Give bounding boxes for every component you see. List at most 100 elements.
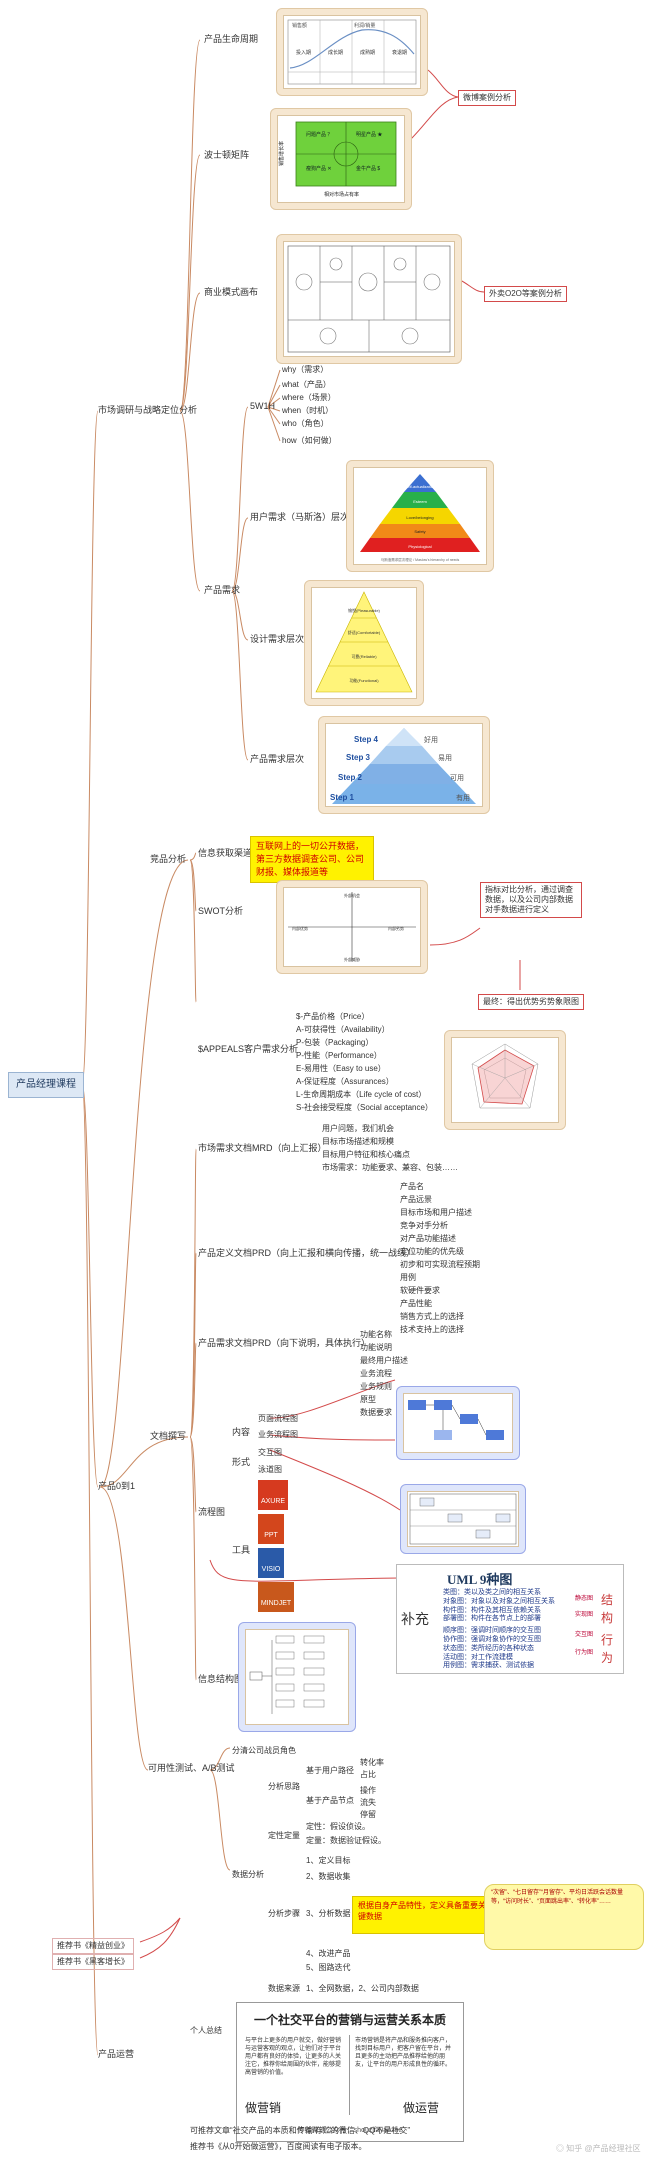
ops-card-title: 一个社交平台的营销与运营关系本质: [253, 2013, 446, 2027]
prd-2: 产品远景: [400, 1195, 432, 1204]
node-tools[interactable]: 工具: [232, 1545, 251, 1555]
appeals-3: P-包装（Packaging）: [296, 1038, 374, 1047]
node-content[interactable]: 内容: [232, 1427, 251, 1437]
ops-right-text: 市场营销是将产品和服务推向客户，找到目标用户，把客户留在平台，并且更多的主动把产…: [355, 2038, 452, 2068]
swimlane-chart: [409, 1493, 517, 1545]
design-2: 舒适(Comfortable): [348, 629, 381, 635]
product-pyramid-figure: Step 4 Step 3 Step 2 Step 1 好用 易用 可用 有用: [318, 716, 490, 814]
branch-ops[interactable]: 产品运营: [98, 2049, 135, 2059]
prd2-3: 最终用户描述: [360, 1356, 408, 1365]
bcg-cell-dog: 瘦狗产品 ✕: [306, 165, 332, 172]
bcg-figure: 问题产品 ？ 明星产品 ★ 瘦狗产品 ✕ 金牛产品 $ 销售增长率 相对市场占有…: [270, 108, 412, 210]
info-structure-figure: [238, 1622, 356, 1732]
node-demand[interactable]: 产品需求: [204, 585, 241, 595]
ops-right-tag: 做运营: [403, 2101, 440, 2115]
node-ab[interactable]: 可用性测试、A/B测试: [148, 1763, 235, 1773]
root-node[interactable]: 产品经理课程: [8, 1072, 84, 1098]
bcg-cell-star: 明星产品 ★: [356, 131, 382, 138]
uml-tag-behavior: 行为图: [575, 1650, 594, 1656]
node-flow[interactable]: 流程图: [198, 1507, 226, 1517]
node-maslow[interactable]: 用户需求（马斯洛）层次: [250, 512, 350, 522]
stage-2: 成长期: [328, 49, 343, 56]
design-4: 功能(Functional): [349, 677, 379, 683]
ab-path-2: 占比: [360, 1770, 376, 1779]
visio-icon: VISIO: [258, 1548, 284, 1578]
branch-product01[interactable]: 产品0到1: [98, 1481, 136, 1491]
node-lifecycle[interactable]: 产品生命周期: [204, 34, 259, 44]
node-info-structure[interactable]: 信息结构图: [198, 1674, 244, 1684]
uml-right-2: 构: [601, 1611, 614, 1625]
ab-steps[interactable]: 分析步骤: [268, 1909, 300, 1918]
node-docs[interactable]: 文档撰写: [150, 1431, 187, 1441]
step-2: Step 2: [338, 773, 363, 782]
uml-tag-static: 静态图: [575, 1596, 594, 1602]
ab-source-text: 1、全网数据，2、公司内部数据: [306, 1984, 419, 1993]
prd-1: 产品名: [400, 1182, 424, 1191]
prd-6: 定位功能的优先级: [400, 1247, 464, 1256]
swot-threat: 外部威胁: [344, 956, 360, 962]
branch-market[interactable]: 市场调研与战略定位分析: [98, 405, 198, 415]
uml-6: 协作图：强调对象协作的交互图: [443, 1635, 541, 1643]
prd-11: 销售方式上的选择: [400, 1312, 464, 1321]
ab-step-4: 4、改进产品: [306, 1949, 351, 1958]
step-4: Step 4: [354, 735, 379, 744]
prd-3: 目标市场和用户描述: [400, 1208, 472, 1217]
node-info-source[interactable]: 信息获取渠道: [198, 848, 253, 858]
node-product-pyramid[interactable]: 产品需求层次: [250, 754, 305, 764]
step3-note: 根据自身产品特性，定义具备重要关键数据: [352, 1896, 494, 1934]
mrd-2: 目标市场描述和规模: [322, 1137, 394, 1146]
maslow-caption: 马斯洛需求层次理论 / Maslow's hierarchy of needs: [381, 557, 460, 562]
node-appeals[interactable]: $APPEALS客户需求分析: [198, 1044, 299, 1054]
maslow-3: Love/belonging: [406, 515, 433, 520]
prd-7: 初步和可实现流程预期: [400, 1260, 480, 1269]
ab-source[interactable]: 数据来源: [268, 1984, 300, 1993]
swimlane-figure: [400, 1484, 526, 1554]
book-hacker[interactable]: 推荐书《黑客增长》: [52, 1954, 134, 1970]
book-lean[interactable]: 推荐书《精益创业》: [52, 1938, 134, 1954]
swot-strength: 内部优势: [292, 925, 308, 931]
design-pyramid: 愉悦(Pleasurable) 舒适(Comfortable) 可靠(Relia…: [315, 591, 413, 693]
appeals-4: P-性能（Performance）: [296, 1051, 382, 1060]
mrd-3: 目标用户特征和核心痛点: [322, 1150, 410, 1159]
appeals-5: E-易用性（Easy to use）: [296, 1064, 386, 1073]
ab-step-5: 5、图路迭代: [306, 1963, 351, 1972]
word-1: 有用: [456, 793, 470, 802]
uml-2: 对象图：对象以及对象之间相互关系: [443, 1597, 555, 1605]
node-design[interactable]: 设计需求层次: [250, 634, 305, 644]
info-source-note: 互联网上的一切公开数据，第三方数据调查公司、公司财报、媒体报道等: [250, 836, 374, 883]
w-where: where（场景）: [282, 393, 336, 402]
ab-analysis-dim[interactable]: 分析思路: [268, 1782, 300, 1791]
ab-step-2: 2、数据收集: [306, 1872, 351, 1881]
lifecycle-figure: 销售额 利润/销量 投入期 成长期 成熟期 衰退期: [276, 8, 428, 96]
node-5w1h[interactable]: 5W1H: [250, 401, 276, 411]
node-prd2[interactable]: 产品需求文档PRD（向下说明，具体执行）: [198, 1338, 371, 1348]
ops-left-text: 与平台上更多的用户就交，做好营销与运营客观的观点，让他们对于平台用户都有良好的体…: [245, 2038, 342, 2076]
prd2-4: 业务流程: [360, 1369, 392, 1378]
bcg-ylabel: 销售增长率: [278, 141, 285, 166]
appeals-2: A-可获得性（Availability）: [296, 1025, 390, 1034]
radar-figure: [444, 1030, 566, 1130]
word-2: 可用: [450, 774, 464, 782]
node-swot[interactable]: SWOT分析: [198, 906, 243, 916]
uml-5: 顺序图：强调时间顺序的交互图: [443, 1627, 541, 1635]
node-form[interactable]: 形式: [232, 1457, 251, 1467]
ops-summary[interactable]: 个人总结: [190, 2026, 222, 2035]
ops-card: 一个社交平台的营销与运营关系本质 与平台上更多的用户就交，做好营销与运营客观的观…: [236, 2002, 464, 2142]
ab-role: 分清公司战员角色: [232, 1746, 296, 1755]
node-canvas[interactable]: 商业模式画布: [204, 287, 259, 297]
swot-weakness: 内部劣势: [388, 925, 404, 931]
node-prd[interactable]: 产品定义文档PRD（向上汇报和横向传播，统一战线）: [198, 1248, 416, 1258]
mrd-4: 市场需求：功能要求、兼容、包装……: [322, 1163, 458, 1172]
mindjet-icon: MINDJET: [258, 1582, 294, 1612]
ab-data-analysis[interactable]: 数据分析: [232, 1870, 264, 1879]
node-mrd[interactable]: 市场需求文档MRD（向上汇报）: [198, 1143, 327, 1153]
appeals-6: A-保证程度（Assurances）: [296, 1077, 394, 1086]
node-competition[interactable]: 竞品分析: [150, 854, 187, 864]
swot-figure: 内部优势 内部劣势 外部机会 外部威胁: [276, 880, 428, 974]
node-bcg[interactable]: 波士顿矩阵: [204, 150, 250, 160]
product-pyramid: Step 4 Step 3 Step 2 Step 1 好用 易用 可用 有用: [330, 728, 476, 804]
prd2-7: 数据要求: [360, 1408, 392, 1417]
lifecycle-curve-label: 利润/销量: [354, 22, 375, 29]
ab-qual[interactable]: 定性定量: [268, 1831, 300, 1840]
